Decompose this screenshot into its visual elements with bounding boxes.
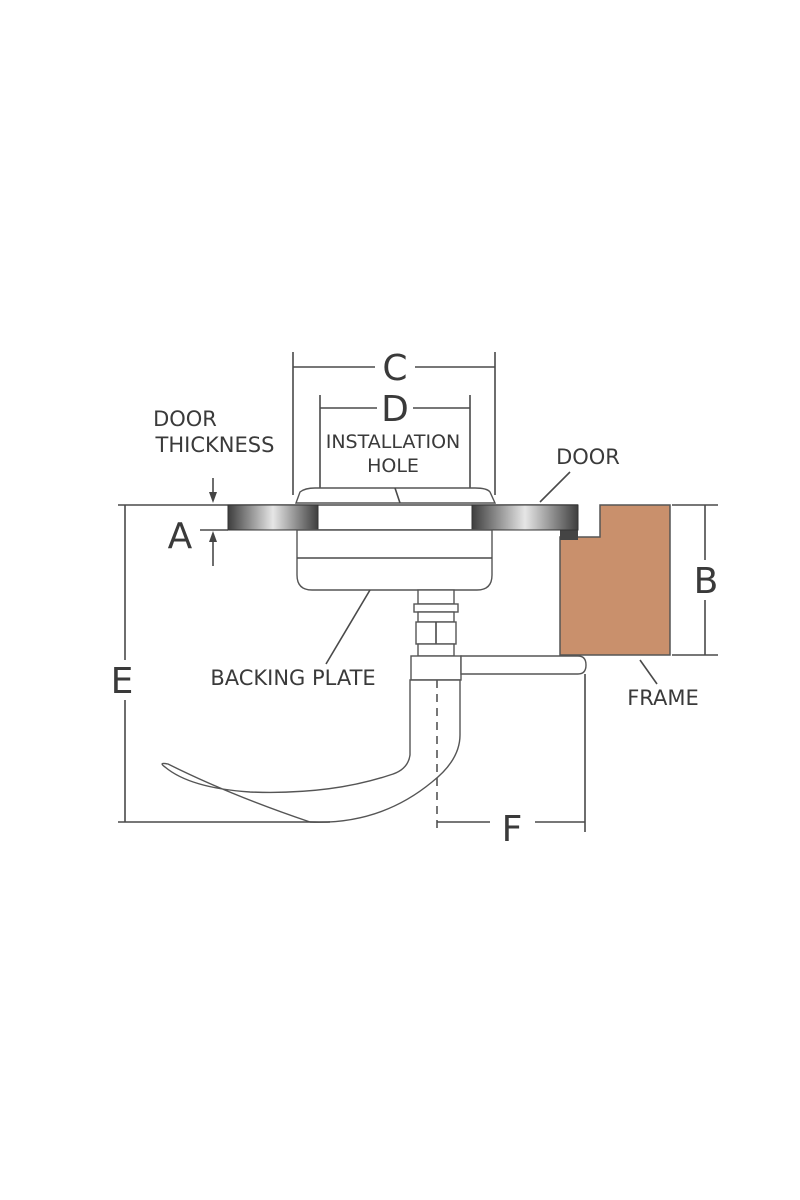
backing-plate xyxy=(296,529,493,591)
frame-shape xyxy=(559,504,671,656)
dimension-e-label: E xyxy=(111,661,134,702)
dimension-c-label: C xyxy=(382,348,407,389)
door-leader-line xyxy=(539,471,571,503)
lever-handle xyxy=(161,679,461,823)
door-label: DOOR xyxy=(556,445,620,469)
rose xyxy=(410,655,462,681)
spindle xyxy=(413,589,459,657)
door-thickness-label-line2: THICKNESS xyxy=(155,433,275,457)
escutcheon xyxy=(295,487,497,504)
dimension-d-label: D xyxy=(381,389,409,430)
dimension-a: A xyxy=(168,478,217,566)
door-section xyxy=(118,504,579,531)
door-edge xyxy=(560,528,578,540)
dimension-c: C xyxy=(292,348,496,495)
lever-top-profile xyxy=(460,655,587,675)
installation-hole-label-line2: HOLE xyxy=(367,455,419,477)
dimension-f-label: F xyxy=(502,809,523,850)
dimension-d: D xyxy=(319,389,471,488)
frame-leader xyxy=(639,659,658,685)
dimension-a-label: A xyxy=(168,516,193,557)
dimension-e: E xyxy=(111,505,330,823)
dimension-b-label: B xyxy=(694,561,719,602)
door-thickness-label-line1: DOOR xyxy=(153,407,217,431)
installation-hole-label-line1: INSTALLATION xyxy=(326,431,461,453)
frame-label: FRAME xyxy=(627,686,699,710)
backing-plate-label: BACKING PLATE xyxy=(210,666,375,690)
dimension-b: B xyxy=(672,504,719,656)
backing-plate-leader xyxy=(325,589,371,665)
dimension-f: F xyxy=(437,674,586,850)
